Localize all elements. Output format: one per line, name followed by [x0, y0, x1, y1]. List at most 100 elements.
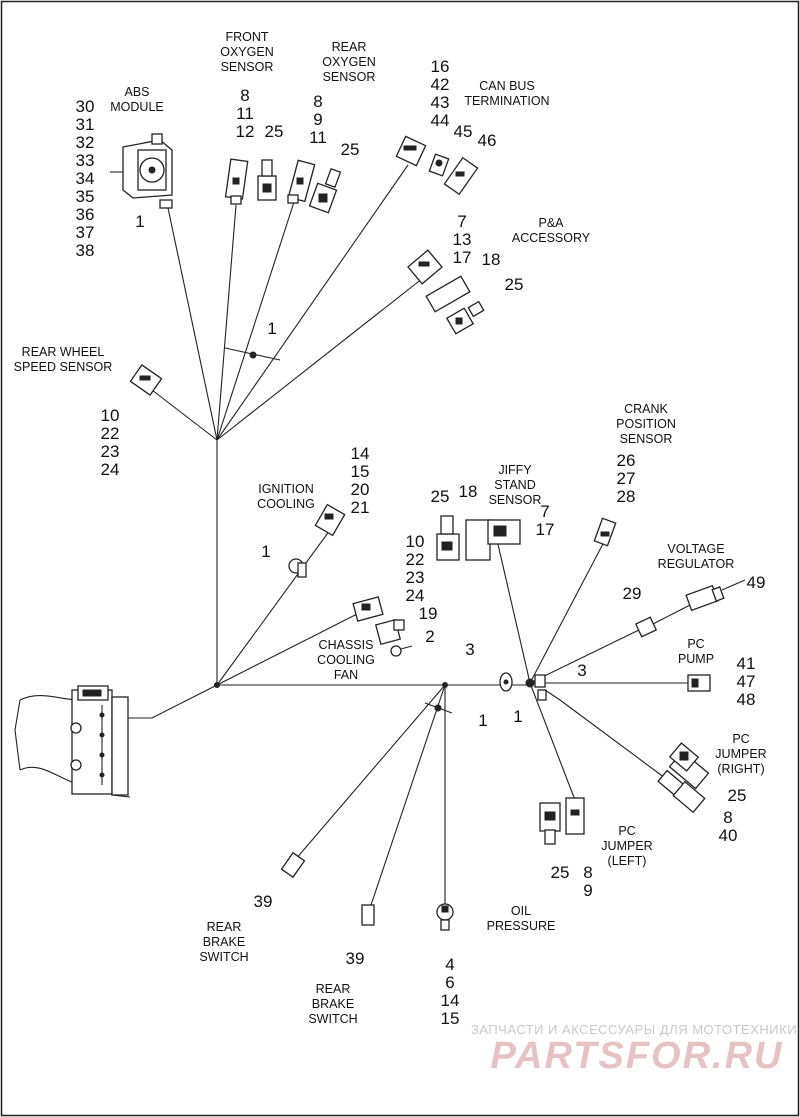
jiffy-callout-25: 25	[431, 487, 450, 506]
pa-callout-7: 7	[457, 212, 466, 231]
pc-left-label-2: JUMPER	[601, 839, 652, 853]
pc-jumper-left-connector	[565, 797, 585, 835]
chassis-label-2: COOLING	[317, 653, 375, 667]
pc-pump-callout-41: 41	[737, 654, 756, 673]
rear-brake-2-label-2: BRAKE	[312, 997, 354, 1011]
abs-callout-31: 31	[76, 115, 95, 134]
can-bus-part-45	[428, 153, 450, 177]
pc-left-label-3: (LEFT)	[608, 854, 647, 868]
ground-callout-3b: 3	[577, 661, 586, 680]
oil-label-2: PRESSURE	[487, 919, 556, 933]
voltage-regulator-part-29	[634, 616, 658, 638]
can-bus-label-1: CAN BUS	[479, 79, 535, 93]
pc-left-callout-9: 9	[583, 881, 592, 900]
chassis-cooling-fan-connector	[352, 596, 384, 622]
pc-right-label-2: JUMPER	[715, 747, 766, 761]
oil-pressure-switch	[436, 903, 454, 931]
oil-callout-14: 14	[441, 991, 460, 1010]
ground-callout-1: 1	[513, 707, 522, 726]
pa-accessory-connector	[407, 249, 443, 285]
pc-pump-connector	[687, 674, 711, 692]
rear-o2-callout-11: 11	[309, 128, 327, 147]
pc-right-label-1: PC	[732, 732, 749, 746]
svg-text:MODULE: MODULE	[110, 100, 163, 114]
jiffy-stand-part-18	[465, 519, 491, 561]
jiffy-label-2: STAND	[494, 478, 535, 492]
rear-brake-1-label-3: SWITCH	[199, 950, 248, 964]
rear-brake-1-callout: 39	[254, 892, 273, 911]
chassis-callout-23: 23	[406, 568, 425, 587]
harness-junction-right	[442, 682, 448, 688]
pc-pump-callout-47: 47	[737, 672, 756, 691]
chassis-callout-24: 24	[406, 586, 425, 605]
jiffy-callout-17: 17	[536, 520, 555, 539]
pa-accessory-cap-25	[445, 300, 485, 335]
ignition-clip-callout: 1	[261, 542, 270, 561]
harness-junction-lower	[214, 682, 220, 688]
rear-o2-label-1: REAR	[332, 40, 367, 54]
can-bus-callout-43: 43	[431, 93, 450, 112]
oil-callout-6: 6	[445, 973, 454, 992]
chassis-callout-22: 22	[406, 550, 425, 569]
front-o2-callout-12: 12	[236, 122, 255, 141]
abs-module	[110, 133, 173, 209]
motorcycle-frame-section	[14, 685, 131, 798]
pc-left-callout-8: 8	[583, 863, 592, 882]
ground-callout-3a: 3	[465, 640, 474, 659]
chassis-callout-2: 2	[425, 627, 434, 646]
mid-clip-callout: 1	[267, 319, 276, 338]
ignition-callout-20: 20	[351, 480, 370, 499]
rear-wheel-callout-23: 23	[101, 442, 120, 461]
pc-right-label-3: (RIGHT)	[717, 762, 764, 776]
jiffy-label-1: JIFFY	[498, 463, 532, 477]
rear-wheel-callout-22: 22	[101, 424, 120, 443]
front-oxygen-sensor-connector	[224, 158, 249, 205]
abs-callout-30: 30	[76, 97, 95, 116]
rear-oxygen-sensor-cap	[308, 167, 342, 214]
front-o2-callout-11: 11	[236, 104, 254, 123]
abs-callout-36: 36	[76, 205, 95, 224]
rear-oxygen-sensor-connector	[287, 159, 316, 204]
ignition-callout-14: 14	[351, 444, 370, 463]
svg-text:ABS: ABS	[124, 85, 149, 99]
abs-callout-35: 35	[76, 187, 95, 206]
rear-o2-callout-9: 9	[313, 110, 322, 129]
voltage-label-2: REGULATOR	[658, 557, 735, 571]
rear-brake-switch-connector-1	[280, 851, 306, 879]
rear-brake-switch-connector-2	[361, 904, 375, 926]
pc-right-callout-25: 25	[728, 786, 747, 805]
crank-label-1: CRANK	[624, 402, 668, 416]
rear-brake-2-callout: 39	[346, 949, 365, 968]
abs-clip-callout: 1	[135, 212, 144, 231]
chassis-label-3: FAN	[334, 668, 358, 682]
pa-label-2: ACCESSORY	[512, 231, 591, 245]
oil-callout-15: 15	[441, 1009, 460, 1028]
abs-callout-34: 34	[76, 169, 95, 188]
crank-callout-28: 28	[617, 487, 636, 506]
pc-jumper-left-cap	[539, 802, 561, 845]
oil-callout-4: 4	[445, 955, 454, 974]
pa-callout-25: 25	[505, 275, 524, 294]
can-bus-label-2: TERMINATION	[464, 94, 549, 108]
rear-o2-callout-8: 8	[313, 92, 322, 111]
front-o2-cap-callout: 25	[265, 122, 284, 141]
can-bus-callout-42: 42	[431, 75, 450, 94]
pa-callout-13: 13	[453, 230, 472, 249]
jiffy-callout-18: 18	[459, 482, 478, 501]
voltage-callout-29: 29	[623, 584, 642, 603]
ignition-cooling-clip	[288, 558, 307, 578]
voltage-callout-49: 49	[747, 573, 766, 592]
pa-label-1: P&A	[538, 216, 564, 230]
pc-pump-label-1: PC	[687, 637, 704, 651]
pa-callout-17: 17	[453, 248, 472, 267]
abs-callout-37: 37	[76, 223, 95, 242]
pc-jumper-right-connector	[657, 769, 706, 814]
voltage-label-1: VOLTAGE	[667, 542, 724, 556]
jiffy-label-3: SENSOR	[489, 493, 542, 507]
rear-wheel-speed-sensor-connector	[129, 364, 163, 396]
rear-wheel-label-2: SPEED SENSOR	[14, 360, 113, 374]
watermark-tagline: ЗАПЧАСТИ И АКСЕССУАРЫ ДЛЯ МОТОТЕХНИКИ	[471, 1022, 797, 1037]
abs-callout-32: 32	[76, 133, 95, 152]
rear-wheel-label-1: REAR WHEEL	[22, 345, 105, 359]
abs-label-1: ABS	[124, 85, 149, 99]
